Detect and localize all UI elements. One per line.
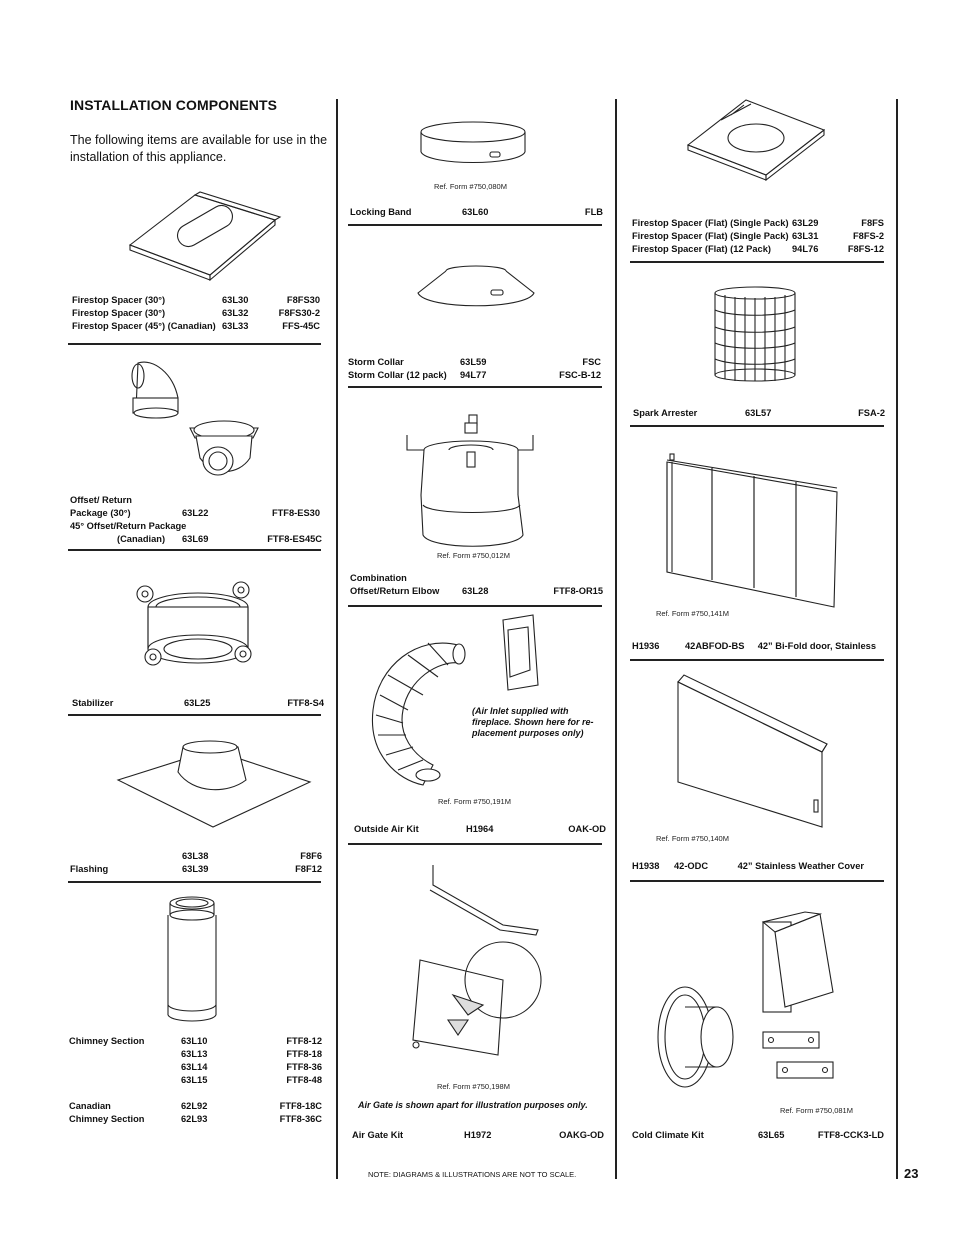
flashing-illustration	[116, 740, 312, 828]
chimney-row-1: Chimney Section 63L10 FTF8-12	[69, 1036, 322, 1046]
bifold-door-illustration	[666, 453, 838, 608]
air-gate-note: Air Gate is shown apart for illustration…	[358, 1100, 588, 1110]
outside-air-row: Outside Air Kit H1964 OAK-OD	[354, 824, 606, 834]
firestop-row-2: Firestop Spacer (30°) 63L32 F8FS30-2	[72, 308, 320, 318]
storm-collar-row-1: Storm Collar 63L59 FSC	[348, 357, 601, 367]
combination-row-1: Combination	[350, 573, 407, 583]
ref-form: Ref. Form #750,012M	[437, 551, 510, 560]
locking-band-illustration	[420, 121, 526, 164]
page-title: INSTALLATION COMPONENTS	[70, 97, 278, 113]
cold-climate-kit-illustration	[657, 911, 834, 1088]
canadian-chimney-row-1: Canadian 62L92 FTF8-18C	[69, 1101, 322, 1111]
firestop-flat-row-1: Firestop Spacer (Flat) (Single Pack) 63L…	[632, 218, 884, 228]
column-divider-3	[896, 99, 898, 1179]
ref-form: Ref. Form #750,081M	[780, 1106, 853, 1115]
divider	[68, 714, 321, 716]
divider	[348, 386, 602, 388]
offset-row-3: 45° Offset/Return Package	[70, 521, 187, 531]
divider	[630, 880, 884, 882]
combination-elbow-illustration	[406, 414, 534, 547]
offset-return-illustration	[131, 361, 259, 476]
combination-row-2: Offset/Return Elbow 63L28 FTF8-OR15	[350, 586, 603, 596]
divider	[630, 425, 884, 427]
storm-collar-row-2: Storm Collar (12 pack) 94L77 FSC-B-12	[348, 370, 601, 380]
spark-arrester-illustration	[714, 286, 796, 382]
chimney-row-2: 63L13 FTF8-18	[181, 1049, 322, 1059]
chimney-row-3: 63L14 FTF8-36	[181, 1062, 322, 1072]
flashing-row-1: 63L38 F8F6	[182, 851, 322, 861]
ref-form: Ref. Form #750,140M	[656, 834, 729, 843]
divider	[630, 261, 884, 263]
divider	[348, 224, 602, 226]
firestop-row-1: Firestop Spacer (30°) 63L30 F8FS30	[72, 295, 320, 305]
cold-climate-row: Cold Climate Kit 63L65 FTF8-CCK3-LD	[632, 1130, 884, 1140]
ref-form: Ref. Form #750,141M	[656, 609, 729, 618]
firestop-flat-row-2: Firestop Spacer (Flat) (Single Pack) 63L…	[632, 231, 884, 241]
firestop-spacer-30-illustration	[128, 191, 282, 282]
firestop-flat-row-3: Firestop Spacer (Flat) (12 Pack) 94L76 F…	[632, 244, 884, 254]
divider	[348, 843, 602, 845]
canadian-chimney-row-2: Chimney Section 62L93 FTF8-36C	[69, 1114, 322, 1124]
air-gate-kit-illustration	[412, 865, 542, 1056]
weather-cover-row: H1938 42-ODC 42” Stainless Weather Cover	[632, 861, 864, 871]
flashing-row-2: Flashing 63L39 F8F12	[70, 864, 322, 874]
divider	[68, 549, 321, 551]
divider	[68, 881, 321, 883]
column-divider-2	[615, 99, 617, 1179]
ref-form: Ref. Form #750,080M	[434, 182, 507, 191]
offset-row-2: Package (30°) 63L22 FTF8-ES30	[70, 508, 320, 518]
weather-cover-illustration	[677, 674, 828, 828]
storm-collar-illustration	[417, 265, 535, 307]
bifold-row: H1936 42ABFOD-BS 42” Bi-Fold door, Stain…	[632, 641, 876, 651]
footer-note: NOTE: DIAGRAMS & ILLUSTRATIONS ARE NOT T…	[368, 1170, 577, 1179]
locking-band-row: Locking Band 63L60 FLB	[350, 207, 603, 217]
offset-row-4: (Canadian) 63L69 FTF8-ES45C	[117, 534, 322, 544]
ref-form: Ref. Form #750,191M	[438, 797, 511, 806]
divider	[348, 605, 602, 607]
chimney-section-illustration	[167, 896, 217, 1022]
column-divider-1	[336, 99, 338, 1179]
stabilizer-row: Stabilizer 63L25 FTF8-S4	[72, 698, 324, 708]
air-gate-row: Air Gate Kit H1972 OAKG-OD	[352, 1130, 604, 1140]
divider	[630, 659, 884, 661]
outside-air-note: (Air Inlet supplied with fireplace. Show…	[472, 706, 594, 738]
stabilizer-illustration	[136, 581, 252, 666]
spark-arrester-row: Spark Arrester 63L57 FSA-2	[633, 408, 885, 418]
intro-text: The following items are available for us…	[70, 133, 328, 164]
offset-row-1: Offset/ Return	[70, 495, 132, 505]
firestop-row-3: Firestop Spacer (45°) (Canadian) 63L33 F…	[72, 321, 320, 331]
firestop-flat-illustration	[686, 99, 826, 182]
ref-form: Ref. Form #750,198M	[437, 1082, 510, 1091]
chimney-row-4: 63L15 FTF8-48	[181, 1075, 322, 1085]
divider	[68, 343, 321, 345]
outside-air-kit-illustration	[371, 614, 539, 786]
page-number: 23	[904, 1166, 919, 1181]
